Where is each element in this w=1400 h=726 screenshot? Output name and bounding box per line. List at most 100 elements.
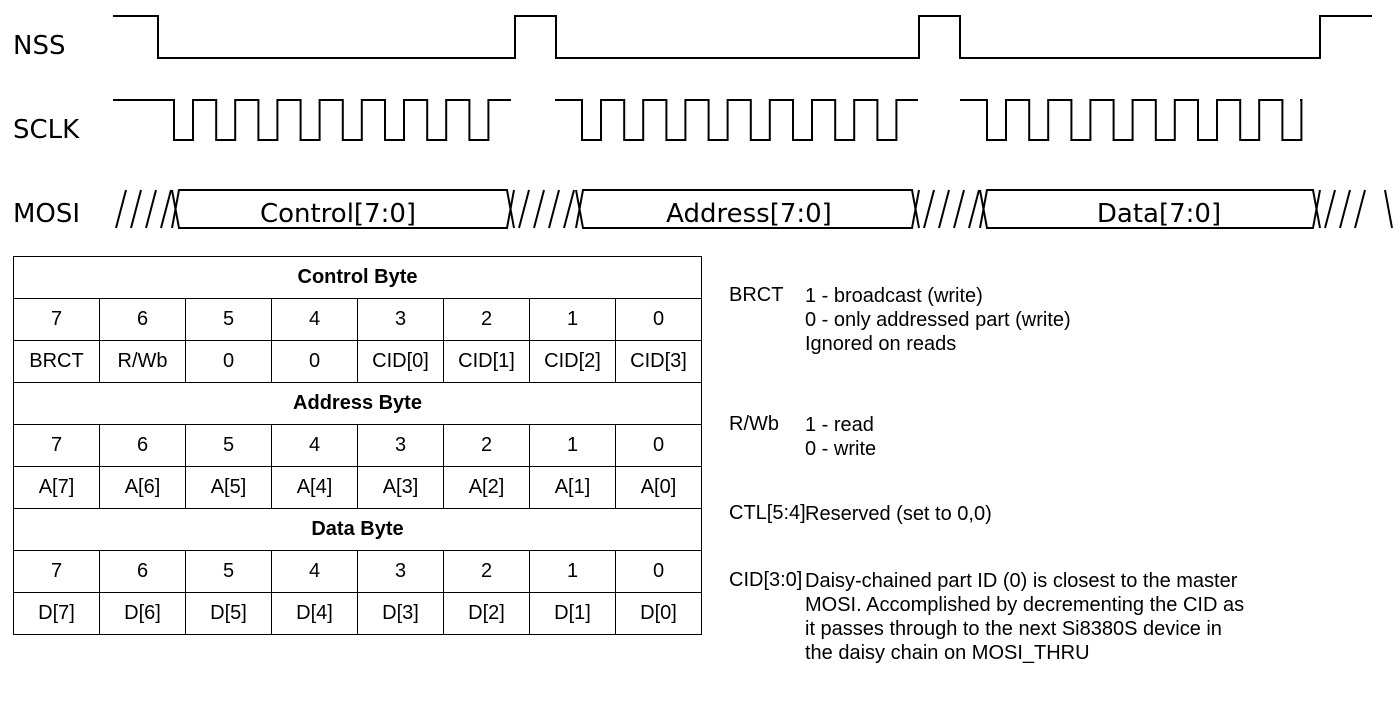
field-name-cell: A[4]	[271, 466, 358, 509]
mosi-next-edge	[1384, 189, 1393, 229]
field-name-cell: A[3]	[357, 466, 444, 509]
bit-number-cell: 0	[615, 298, 702, 341]
mosi-waveform	[115, 189, 1393, 229]
field-name-cell: D[4]	[271, 592, 358, 635]
bus-control-label: Control[7:0]	[260, 199, 416, 229]
bit-number-cell: 7	[13, 550, 100, 593]
bit-number-cell: 0	[615, 550, 702, 593]
bit-number-cell: 6	[99, 550, 186, 593]
field-name-cell: D[5]	[185, 592, 272, 635]
field-text: 1 - broadcast (write)0 - only addressed …	[805, 284, 1071, 356]
bus-address-label: Address[7:0]	[666, 199, 832, 229]
bit-number-cell: 1	[529, 298, 616, 341]
bit-number-cell: 4	[271, 424, 358, 467]
field-name-cell: D[1]	[529, 592, 616, 635]
field-name-cell: CID[3]	[615, 340, 702, 383]
bit-number-cell: 4	[271, 550, 358, 593]
field-name-cell: CID[1]	[443, 340, 530, 383]
bit-number-cell: 2	[443, 424, 530, 467]
sclk-waveform	[113, 99, 1303, 141]
nss-label: NSS	[13, 31, 65, 61]
bit-number-cell: 5	[185, 298, 272, 341]
mosi-dont-care	[1354, 189, 1366, 229]
field-text-line: Daisy-chained part ID (0) is closest to …	[805, 570, 1238, 592]
mosi-dont-care	[145, 189, 157, 229]
mosi-dont-care	[533, 189, 545, 229]
nss-waveform	[113, 15, 1372, 59]
field-name-cell: A[7]	[13, 466, 100, 509]
mosi-dont-care	[938, 189, 950, 229]
field-name-row: D[7]D[6]D[5]D[4]D[3]D[2]D[1]D[0]	[13, 592, 702, 635]
field-name-row: A[7]A[6]A[5]A[4]A[3]A[2]A[1]A[0]	[13, 466, 702, 509]
field-text-line: Ignored on reads	[805, 333, 957, 355]
mosi-dont-care	[115, 189, 127, 229]
field-text-line: 0 - only addressed part (write)	[805, 309, 1071, 331]
field-name-cell: CID[0]	[357, 340, 444, 383]
bit-number-cell: 6	[99, 298, 186, 341]
mosi-address-window	[575, 189, 920, 229]
sclk-trace	[113, 99, 1303, 141]
field-name: CID[3:0]	[729, 569, 803, 591]
bit-number-cell: 5	[185, 550, 272, 593]
field-text-line: Reserved (set to 0,0)	[805, 503, 992, 525]
sclk-label: SCLK	[13, 115, 80, 145]
field-name-cell: D[0]	[615, 592, 702, 635]
section-header-row: Control Byte	[13, 256, 702, 299]
mosi-dont-care	[953, 189, 965, 229]
bit-number-cell: 2	[443, 550, 530, 593]
field-name-cell: A[0]	[615, 466, 702, 509]
field-name-cell: D[6]	[99, 592, 186, 635]
field-name-cell: R/Wb	[99, 340, 186, 383]
field-name-cell: A[6]	[99, 466, 186, 509]
field-name-cell: D[7]	[13, 592, 100, 635]
field-text-line: MOSI. Accomplished by decrementing the C…	[805, 594, 1245, 616]
field-name-cell: 0	[185, 340, 272, 383]
field-name-cell: CID[2]	[529, 340, 616, 383]
section-header-row: Data Byte	[13, 508, 702, 551]
bit-number-cell: 7	[13, 298, 100, 341]
bit-number-cell: 4	[271, 298, 358, 341]
mosi-control-window	[171, 189, 515, 229]
mosi-label: MOSI	[13, 199, 80, 229]
mosi-dont-care	[518, 189, 530, 229]
field-text: Reserved (set to 0,0)	[805, 502, 992, 526]
bit-number-cell: 3	[357, 298, 444, 341]
mosi-dont-care	[968, 189, 980, 229]
field-text-line: 1 - broadcast (write)	[805, 285, 983, 307]
field-name: CTL[5:4]	[729, 502, 806, 524]
mosi-dont-care	[548, 189, 560, 229]
mosi-dont-care	[923, 189, 935, 229]
mosi-dont-care	[130, 189, 142, 229]
field-name: BRCT	[729, 284, 784, 306]
bit-number-cell: 0	[615, 424, 702, 467]
field-name-cell: D[2]	[443, 592, 530, 635]
section-title: Control Byte	[13, 256, 702, 299]
timing-diagram: NSS SCLK MOSI Control[7:0] Address[7:0] …	[13, 15, 1393, 229]
bit-number-cell: 6	[99, 424, 186, 467]
bit-number-cell: 7	[13, 424, 100, 467]
field-text-line: 0 - write	[805, 438, 877, 460]
field-text-line: 1 - read	[805, 414, 874, 436]
bit-number-cell: 3	[357, 550, 444, 593]
field-name-cell: A[2]	[443, 466, 530, 509]
field-text-line: it passes through to the next Si8380S de…	[805, 618, 1222, 640]
bit-number-cell: 2	[443, 298, 530, 341]
bus-data-label: Data[7:0]	[1097, 199, 1221, 229]
bit-number-cell: 3	[357, 424, 444, 467]
field-name-cell: D[3]	[357, 592, 444, 635]
mosi-dont-care	[1324, 189, 1336, 229]
bit-number-cell: 1	[529, 424, 616, 467]
field-name-cell: A[5]	[185, 466, 272, 509]
bit-number-cell: 1	[529, 550, 616, 593]
field-text: Daisy-chained part ID (0) is closest to …	[805, 569, 1244, 665]
field-name-cell: A[1]	[529, 466, 616, 509]
section-header-row: Address Byte	[13, 382, 702, 425]
mosi-dont-care	[1339, 189, 1351, 229]
bit-number-cell: 5	[185, 424, 272, 467]
